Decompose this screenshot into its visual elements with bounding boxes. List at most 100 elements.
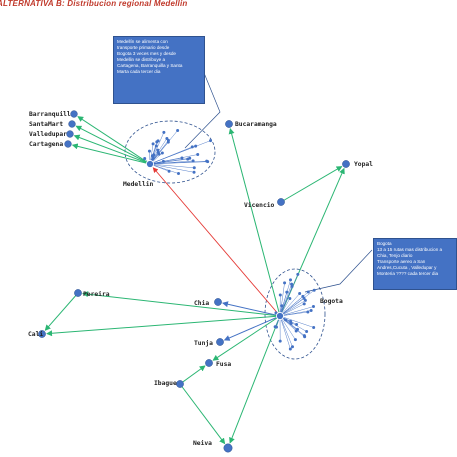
route-bogota-to-medellin: [152, 167, 281, 317]
local-delivery-point: [156, 150, 160, 154]
local-delivery-point: [302, 302, 306, 306]
city-label-chia: Chia: [194, 299, 209, 307]
local-delivery-point: [209, 139, 213, 143]
local-delivery-point: [305, 330, 309, 334]
local-delivery-point: [288, 278, 292, 282]
route-vicencio-to-yopal: [280, 166, 343, 203]
local-delivery-point: [309, 308, 313, 312]
cities-layer: BarranquillSantaMartValleduparCartagenaM…: [28, 110, 373, 453]
route-pereira-to-cali: [44, 292, 79, 331]
local-delivery-point: [162, 130, 166, 134]
callout-line: Medellin se distribuye a: [117, 57, 166, 62]
city-label-tunja: Tunja: [194, 339, 213, 347]
local-delivery-point: [283, 281, 287, 285]
route-bogota-to-chia: [221, 301, 281, 317]
local-delivery-spoke: [279, 274, 299, 317]
medellin-cluster-boundary: [124, 120, 216, 184]
city-label-cartagena: Cartagena: [29, 141, 63, 148]
local-delivery-spoke: [279, 315, 291, 350]
callout-line: Transporte aereo a San: [377, 259, 426, 264]
city-label-barranquilla: Barranquill: [29, 110, 71, 118]
local-delivery-spoke: [149, 163, 179, 174]
callout-line: Bogota: [377, 241, 392, 246]
local-delivery-spoke: [279, 279, 291, 317]
city-label-santa-marta: SantaMart: [29, 121, 63, 128]
city-node-bogota: [275, 311, 285, 321]
city-node-cartagena: [64, 140, 72, 148]
local-delivery-spoke: [149, 161, 208, 165]
route-bogota-to-fuza: [212, 315, 281, 361]
callout-line: Medellín se alimenta con: [117, 39, 168, 44]
local-delivery-point: [290, 345, 294, 349]
local-delivery-point: [160, 151, 164, 155]
local-delivery-spoke: [279, 315, 307, 332]
city-label-medellin: Medellin: [123, 180, 154, 188]
medellin-callout-connector: [184, 67, 221, 149]
city-node-santa-marta: [68, 120, 76, 128]
city-label-yopal: Yopal: [354, 161, 373, 168]
local-delivery-point: [176, 172, 180, 176]
city-node-pereira: [74, 289, 82, 297]
local-delivery-point: [206, 160, 210, 164]
route-medellin-to-santa-marta: [75, 125, 151, 165]
local-delivery-spoke: [279, 296, 304, 317]
local-delivery-point: [306, 290, 310, 294]
route-bogota-to-bucaramanga: [228, 127, 281, 317]
local-delivery-spoke: [279, 315, 293, 347]
city-node-barranquilla: [70, 110, 78, 118]
callout-line: Monteria ???? cada tercer dia: [377, 271, 439, 276]
callout-line: Cartagena, Barranquilla y Santa: [117, 63, 183, 68]
city-label-pereira: Pereira: [83, 290, 110, 298]
diagram-title: ALTERNATIVA B: Distribucion regional Med…: [0, 0, 188, 8]
route-medellin-to-barranquilla: [77, 116, 151, 165]
local-delivery-spoke: [279, 315, 314, 328]
local-delivery-point: [194, 144, 198, 148]
bogota-callout-connector: [304, 249, 373, 293]
local-delivery-spoke: [149, 154, 198, 165]
local-delivery-point: [151, 142, 155, 146]
local-delivery-point: [303, 298, 307, 302]
route-ibague-to-neiva: [179, 383, 226, 445]
local-delivery-spoke: [149, 145, 196, 165]
local-delivery-point: [306, 310, 310, 314]
local-delivery-spoke: [279, 311, 308, 317]
local-delivery-point: [147, 149, 151, 153]
route-bogota-to-pereira: [82, 291, 281, 317]
local-delivery-spoke: [149, 158, 188, 165]
city-node-neiva: [223, 443, 233, 453]
city-label-valledupar: Valledupar: [29, 131, 67, 138]
city-node-chia: [214, 298, 222, 306]
route-ibague-to-fuza: [179, 365, 206, 385]
callout-line: Bogota 3 veces mes y desde: [117, 51, 176, 56]
local-delivery-spoke: [279, 298, 305, 317]
local-delivery-point: [156, 139, 160, 143]
local-delivery-spoke: [279, 315, 296, 340]
local-delivery-spokes: [143, 128, 316, 351]
city-label-cali: Cali: [28, 330, 43, 338]
city-node-yopal: [342, 160, 350, 168]
local-delivery-point: [191, 159, 195, 163]
city-node-cali: [38, 330, 46, 338]
local-delivery-point: [293, 338, 297, 342]
local-delivery-point: [298, 292, 302, 296]
route-bogota-to-tunja: [223, 315, 281, 341]
local-delivery-point: [192, 166, 196, 170]
local-delivery-point: [152, 153, 156, 157]
local-delivery-point: [186, 157, 190, 161]
callout-line: Chia, Tenjo diario: [377, 253, 413, 258]
local-delivery-point: [312, 325, 316, 329]
city-node-medellin: [145, 159, 155, 169]
city-node-bucaramanga: [225, 120, 233, 128]
local-delivery-spoke: [279, 303, 305, 317]
local-delivery-point: [278, 339, 282, 343]
local-delivery-point: [311, 305, 315, 309]
city-label-vicencio: Vicencio: [244, 201, 275, 209]
city-node-tunja: [216, 338, 224, 346]
local-delivery-spoke: [279, 293, 300, 317]
callout-line: Andres,Cucuta , Valledupar y: [377, 265, 437, 270]
route-medellin-to-cartagena: [71, 143, 151, 165]
